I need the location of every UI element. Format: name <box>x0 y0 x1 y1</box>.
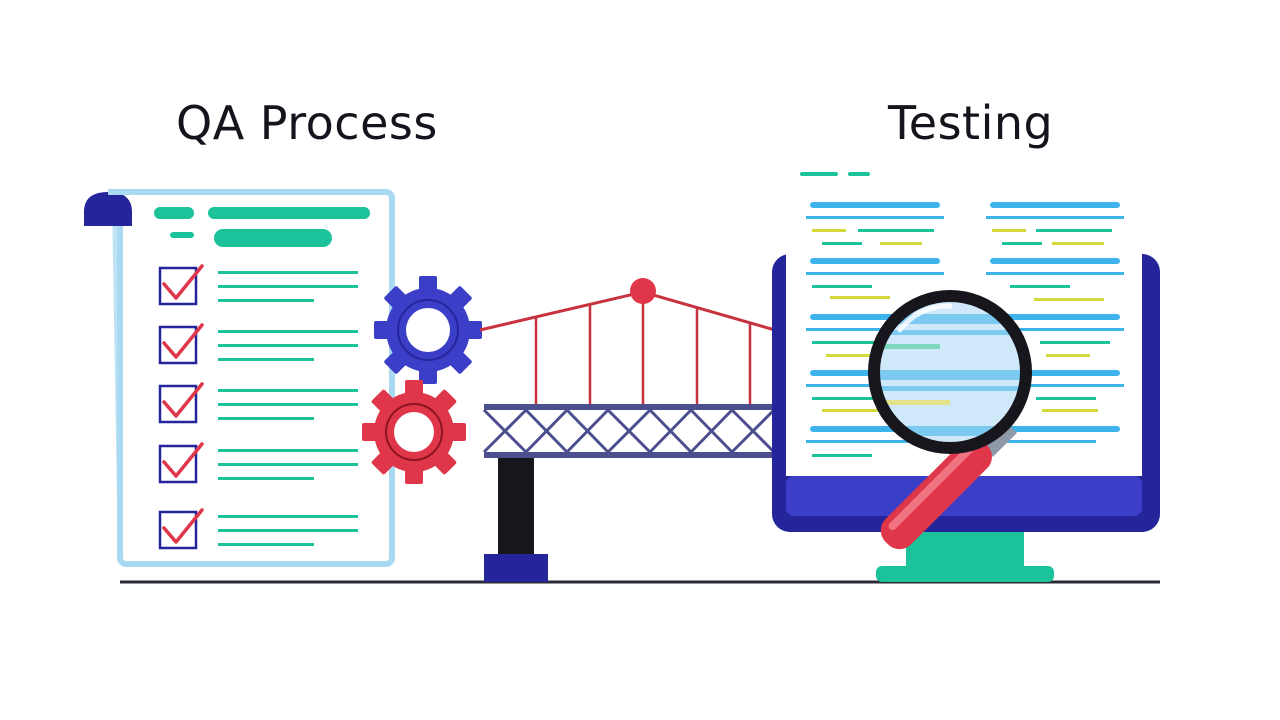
checkbox-icon <box>158 510 198 550</box>
bridge-icon <box>479 278 776 582</box>
gear-icon-red <box>362 380 466 484</box>
checklist-item <box>158 323 358 365</box>
checklist-rows <box>158 264 358 550</box>
title-qa-process: QA Process <box>176 96 438 150</box>
gear-icon-blue <box>374 276 482 384</box>
document-icon <box>84 189 395 567</box>
checkbox-icon <box>158 266 198 306</box>
checkbox-icon <box>158 384 198 424</box>
checklist-item <box>158 382 358 424</box>
checklist-item <box>158 508 358 550</box>
checklist-item <box>158 442 358 484</box>
title-testing: Testing <box>888 96 1054 150</box>
checkbox-icon <box>158 325 198 365</box>
checkbox-icon <box>158 444 198 484</box>
checklist-item <box>158 264 358 306</box>
magnifier-icon <box>868 290 1032 550</box>
